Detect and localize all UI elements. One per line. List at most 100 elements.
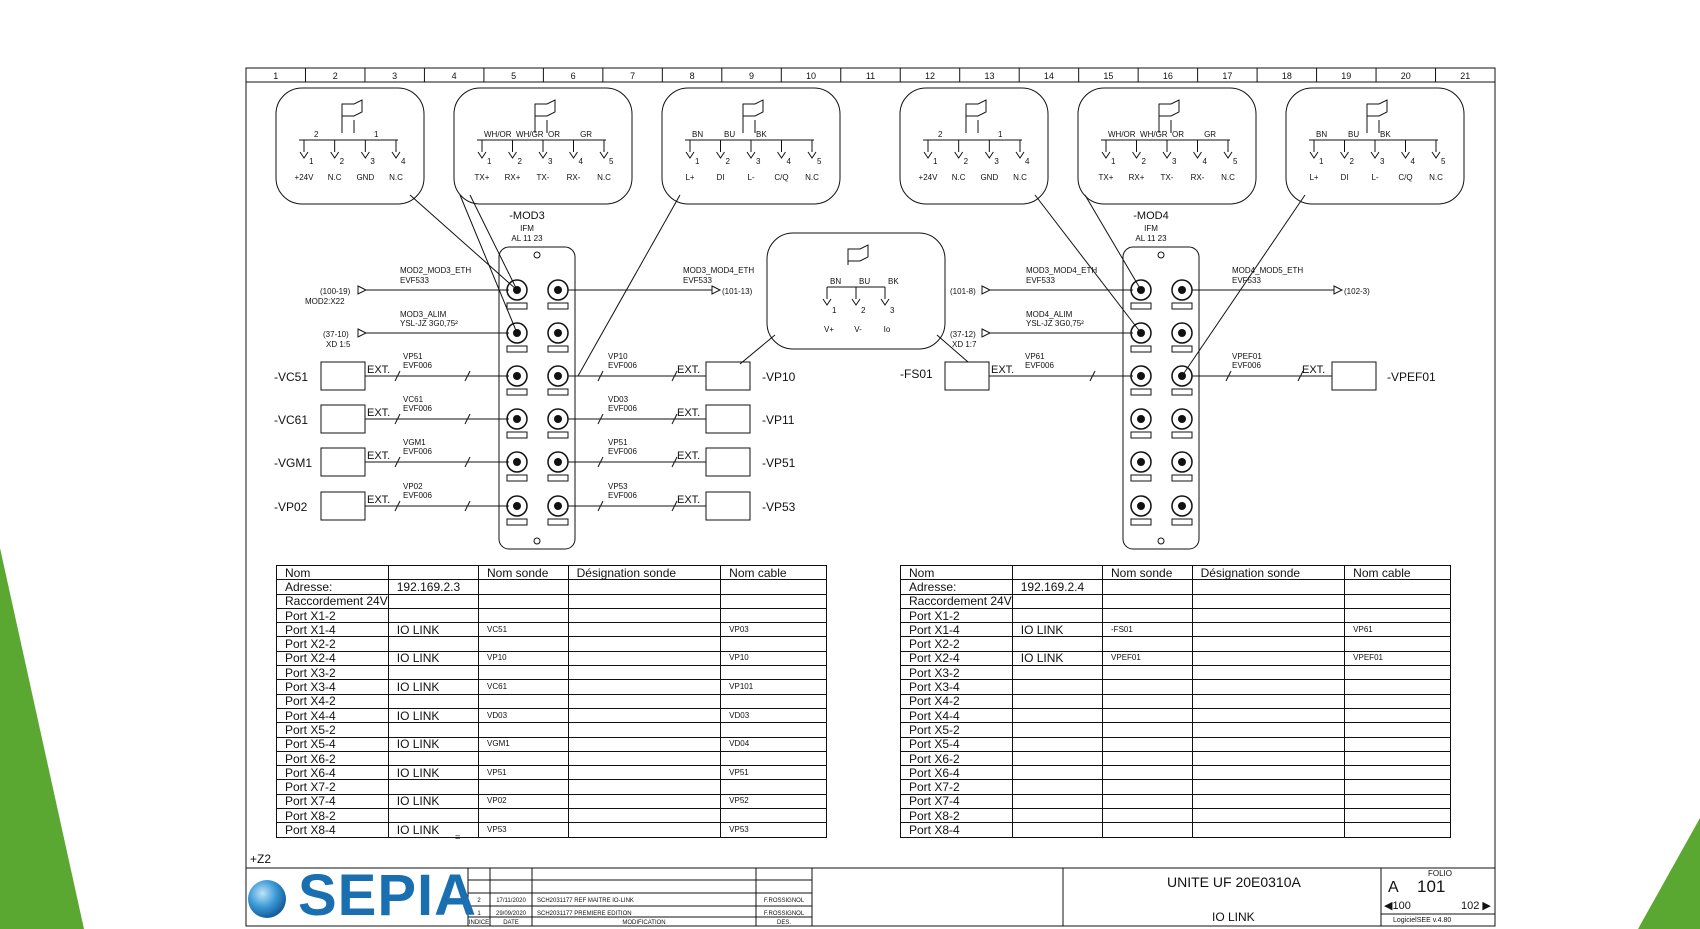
table-row: Raccordement 24V xyxy=(276,593,827,609)
table-cell xyxy=(720,779,827,795)
mod3-power-bubble-pin-arrow xyxy=(360,151,370,159)
mod3-eth-cable-type: EVF533 xyxy=(400,276,429,285)
link-arrow xyxy=(357,328,368,338)
mod3-eth-bubble-frame xyxy=(453,87,633,205)
mod3-port-pin xyxy=(554,502,562,510)
mod3-port-pin xyxy=(554,415,562,423)
mod3-power-bubble-frame xyxy=(275,87,425,205)
table-cell xyxy=(1102,765,1193,781)
mod4-power-bubble-wire-2: 2 xyxy=(938,130,943,139)
table-cell: VD03 xyxy=(478,707,569,724)
device-cable-type: EVF006 xyxy=(1232,361,1261,370)
table-cell xyxy=(720,750,827,767)
table-cell xyxy=(1011,722,1104,738)
mod4-port-connector xyxy=(1130,495,1152,517)
table-cell xyxy=(478,636,569,652)
mod4-power-bubble-pin-label: +24V xyxy=(919,173,939,182)
mod3-iolink-bubble-connector-icon xyxy=(742,99,764,120)
table-row: Port X6-2 xyxy=(900,750,1451,767)
mod3-eth-bubble-wire-GR: GR xyxy=(580,130,592,139)
table-row: Port X5-2 xyxy=(276,722,827,738)
cable-tick xyxy=(671,370,678,382)
mod3-iolink-bubble-pin-label: N.C xyxy=(805,173,819,182)
mod3-port-pin xyxy=(554,458,562,466)
mod3-iolink-bubble-pin-arrow xyxy=(716,151,725,159)
device--VPEF01: -VPEF01 xyxy=(1387,370,1436,384)
table-row: Port X3-4 xyxy=(900,679,1451,695)
mod4-eth-bubble-pin-1: 1 xyxy=(1111,157,1116,166)
table-cell xyxy=(478,593,569,609)
table-cell xyxy=(1344,736,1451,752)
table-cell: Port X5-4 xyxy=(276,736,389,752)
mod3-eth-bubble-pin-4: 4 xyxy=(579,157,584,166)
table-cell: 192.169.2.3 xyxy=(387,579,480,595)
table-cell xyxy=(1011,707,1104,724)
mod4-port-tag xyxy=(1171,431,1193,439)
mod3-iolink-bubble-pin-label: DI xyxy=(717,173,725,182)
mod3-port-pin xyxy=(513,502,521,510)
table-cell: IO LINK xyxy=(1011,650,1104,667)
mod4-iolink-bubble-frame xyxy=(1285,87,1465,205)
table-cell xyxy=(1344,665,1451,681)
mod3-alim-cable-name: MOD3_ALIM xyxy=(400,310,447,319)
mod4-eth-bubble-wire-OR: OR xyxy=(1172,130,1184,139)
device-box xyxy=(705,404,751,434)
mod3-iolink-bubble-pin-arrow xyxy=(807,151,817,159)
table-cell xyxy=(1344,822,1451,838)
mod3-iolink-bubble-pin-arrow xyxy=(685,151,695,159)
table-cell xyxy=(567,707,722,724)
rev-header-des: DES. xyxy=(777,920,791,926)
table-cell xyxy=(1191,679,1346,695)
mod4-eth-bubble-pin-label: TX- xyxy=(1161,173,1174,182)
mod4-port-tag xyxy=(1171,388,1193,396)
cable-tick xyxy=(394,500,401,512)
table-cell xyxy=(1191,808,1346,824)
table-cell xyxy=(1102,822,1193,838)
mod4-eth-bubble-wire-GR: GR xyxy=(1204,130,1216,139)
table-cell xyxy=(567,622,722,638)
mod4-port-tag xyxy=(1130,302,1152,310)
table-cell: IO LINK xyxy=(387,736,480,752)
mod3-port-tag xyxy=(506,388,528,396)
device-box xyxy=(320,361,366,391)
device-cable: VGM1 xyxy=(403,438,426,447)
mod4-power-bubble-frame xyxy=(899,87,1049,205)
mod2-name: MOD2:X22 xyxy=(305,297,345,306)
mod3-alim-cable-type: YSL-JZ 3G0,75² xyxy=(400,319,458,328)
mod4-iolink-bubble-pin-arrow xyxy=(1370,151,1380,159)
table-cell xyxy=(1191,707,1346,724)
mod4-eth-bubble-pin-2: 2 xyxy=(1142,157,1147,166)
mod3-port-pin xyxy=(554,286,562,294)
cable-tick xyxy=(1297,370,1304,382)
mod3-port-pin xyxy=(554,329,562,337)
device--VP51: -VP51 xyxy=(762,456,796,470)
unit-title: UNITE UF 20E0310A xyxy=(1167,874,1301,890)
mod3-eth-bubble-pin-3: 3 xyxy=(548,157,553,166)
mod4-iolink-bubble-pin-1: 1 xyxy=(1319,157,1324,166)
table-cell: Port X3-2 xyxy=(276,665,389,681)
mod4-iolink-bubble-pin-3: 3 xyxy=(1380,157,1385,166)
table-cell xyxy=(1011,679,1104,695)
table-cell xyxy=(1102,750,1193,767)
column-number-7: 7 xyxy=(630,71,635,81)
table-header-cell: Nom xyxy=(900,564,1013,581)
table-cell: VP02 xyxy=(478,793,569,810)
table-cell xyxy=(1102,722,1193,738)
mod3-eth-cable-name: MOD2_MOD3_ETH xyxy=(400,266,471,275)
mod3-eth-bubble-pin-label: TX- xyxy=(537,173,550,182)
prev-folio-link[interactable]: ◀100 xyxy=(1384,900,1411,912)
mod4-port-tag xyxy=(1130,474,1152,482)
table-cell xyxy=(478,750,569,767)
next-folio-link[interactable]: 102 ▶ xyxy=(1461,900,1491,912)
table-cell xyxy=(1344,765,1451,781)
mod3-eth-bubble-pin-2: 2 xyxy=(518,157,523,166)
mod4-port-tag xyxy=(1130,345,1152,353)
table-row: Port X6-2 xyxy=(276,750,827,767)
cable-tick xyxy=(671,413,678,425)
mod3-power-bubble-wire-2: 2 xyxy=(314,130,319,139)
column-number-3: 3 xyxy=(392,71,397,81)
mod3-mount-hole xyxy=(533,537,541,545)
mod3-out-ref: (101-13) xyxy=(722,287,753,296)
